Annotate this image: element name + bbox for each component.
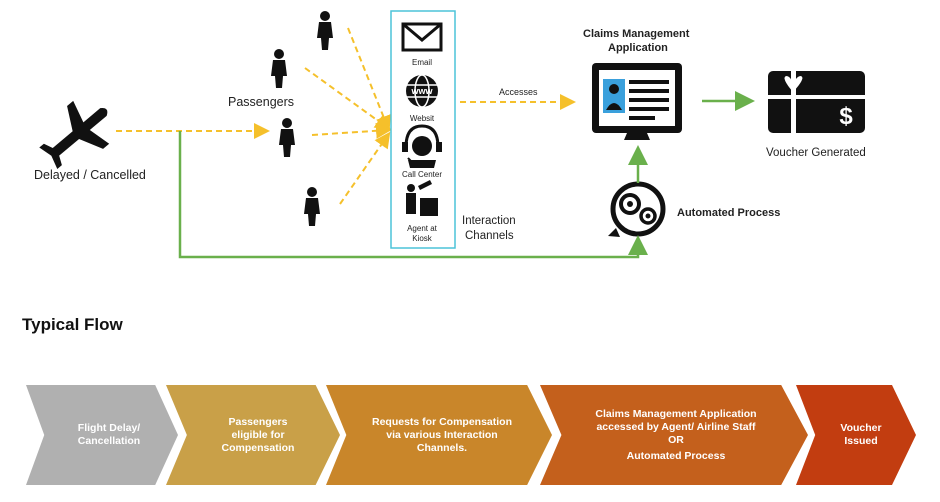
envelope-icon [401,22,443,52]
interaction-channels-label-line2: Channels [465,230,514,242]
gears-icon [608,181,666,237]
section-title: Typical Flow [22,315,123,334]
app-title-line1: Claims Management [583,28,690,40]
channel-call-center-label: Call Center [401,170,442,179]
passengers-label: Passengers [228,95,295,109]
kiosk-agent-icon [406,180,438,216]
app-title-line2: Application [608,42,668,54]
flow-step-text: Flight Delay/ Cancellation [77,422,141,447]
svg-text:www: www [410,86,433,96]
person-icon [271,49,287,88]
person-icon [279,118,295,157]
interaction-channels-label-line1: Interaction [462,215,516,227]
channel-kiosk-label-line1: Agent at [407,224,437,233]
gift-voucher-icon [768,71,865,133]
accesses-label: Accesses [499,87,538,97]
plane-to-automated-arrow [178,131,648,259]
person-icon [317,11,333,50]
flow-step-text: Claims Management Application accessed b… [595,407,757,462]
automated-process-label: Automated Process [677,207,781,219]
airplane-icon [39,100,110,170]
globe-icon: www [406,74,438,108]
monitor-user-icon [592,63,682,140]
flow-step-1: Passengers eligible for Compensation [166,385,340,485]
flow-step-text: Requests for Compensation via various In… [371,415,513,454]
person-icon [304,187,320,226]
flow-step-3: Claims Management Application accessed b… [540,385,808,485]
flow-step-text: Passengers eligible for Compensation [221,415,295,454]
voucher-label: Voucher Generated [766,147,866,159]
source-label: Delayed / Cancelled [34,168,146,182]
flow-step-0: Flight Delay/ Cancellation [26,385,178,485]
claims-diagram: www [34,10,866,259]
flow-step-4: Voucher Issued [796,385,916,485]
passenger-to-channel-arrows [304,27,392,205]
channel-website-label: Websit [409,114,435,123]
flow-step-2: Requests for Compensation via various In… [326,385,552,485]
channel-email-label: Email [411,58,432,67]
headset-icon [402,124,442,168]
channel-kiosk-label-line2: Kiosk [412,234,432,243]
voucher-dollar-symbol: $ [839,103,853,130]
typical-flow: Flight Delay/ Cancellation Passengers el… [0,385,940,485]
diagram-canvas: www [39,10,865,259]
flow-step-text: Voucher Issued [840,422,882,447]
